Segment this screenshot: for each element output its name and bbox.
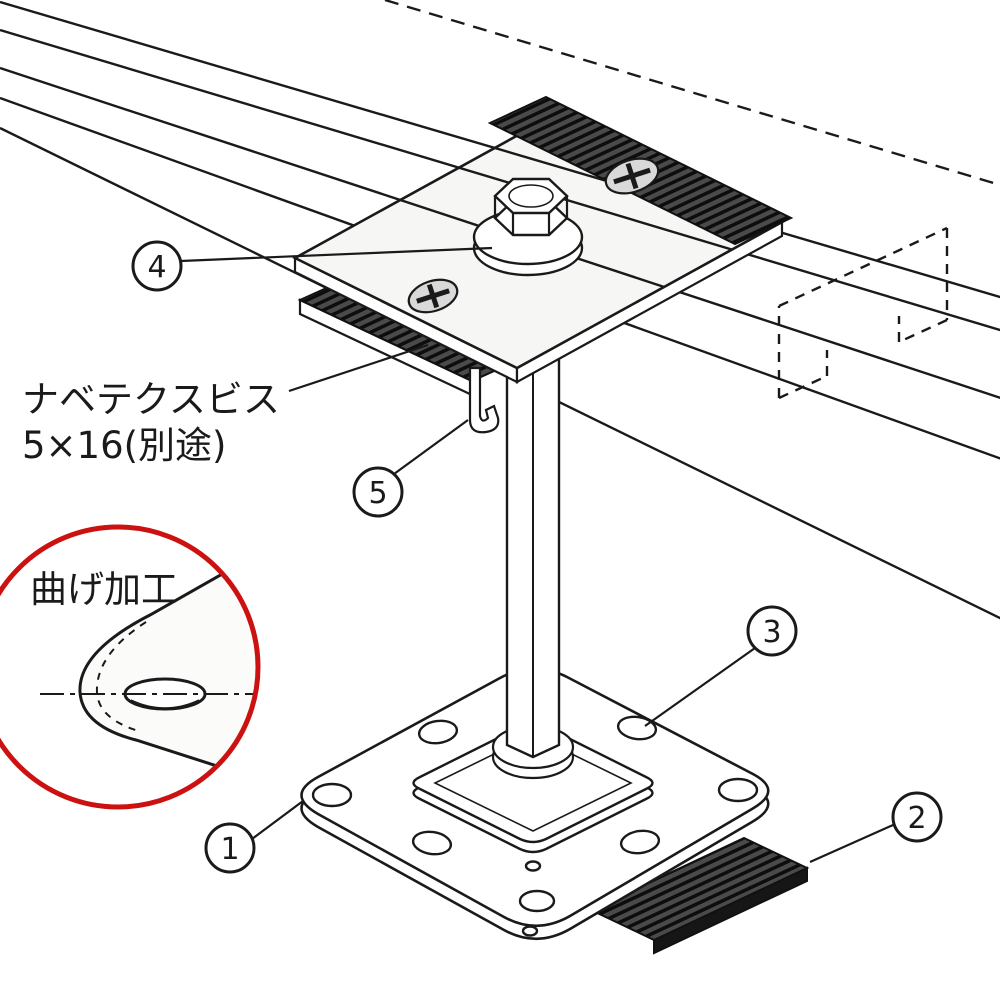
callout-circles: 4 5 3 1 2 — [131, 240, 943, 874]
inset-bend-line — [95, 621, 147, 733]
center-boss — [412, 722, 654, 854]
support-post — [505, 350, 561, 759]
callout-4-number: 4 — [147, 250, 166, 285]
callout-2: 2 — [891, 791, 943, 843]
base-assembly — [300, 350, 810, 955]
leader-3 — [644, 647, 756, 727]
callout-3: 3 — [746, 605, 798, 657]
phillips-screw — [604, 157, 660, 195]
plate-hole — [518, 889, 556, 913]
rubber-pad — [588, 836, 810, 955]
phillips-screw — [407, 278, 459, 314]
leader-1 — [251, 800, 304, 840]
rail-hidden-line — [384, 0, 1000, 187]
inset-slot-shadow — [130, 699, 200, 709]
leader-note — [288, 343, 429, 393]
clamp-assembly — [292, 95, 794, 434]
screw-note-line2: 5×16(別途) — [22, 424, 227, 467]
bend-detail-inset: 曲げ加工 — [0, 524, 261, 810]
leader-5 — [393, 419, 469, 475]
screw-note: ナベテクスビス 5×16(別途) — [22, 378, 280, 467]
plate-hole — [717, 777, 759, 803]
plate-holes — [311, 715, 759, 937]
c-channel-profile — [777, 226, 949, 400]
callout-leaders — [180, 246, 894, 864]
callout-3-number: 3 — [762, 615, 781, 650]
clamp-hook-lip — [468, 366, 500, 434]
plate-hole — [417, 719, 459, 745]
callout-2-number: 2 — [907, 801, 926, 836]
plate-hole — [619, 829, 661, 855]
callout-1: 1 — [204, 822, 256, 874]
plate-hole — [311, 782, 353, 808]
plate-hole — [411, 830, 453, 856]
callout-1-number: 1 — [220, 832, 239, 867]
inset-plate-corner — [78, 545, 258, 785]
callout-5-number: 5 — [368, 476, 387, 511]
inset-red-circle — [0, 524, 261, 810]
leader-2 — [809, 823, 894, 864]
hex-bolt — [493, 177, 569, 237]
leader-4 — [180, 246, 493, 263]
plate-hole-small — [521, 925, 539, 937]
plate-hole-small — [524, 860, 542, 872]
callout-5: 5 — [352, 466, 404, 518]
screw-note-line1: ナベテクスビス — [22, 378, 280, 421]
plate-hole — [616, 715, 658, 741]
inset-label: 曲げ加工 — [30, 568, 178, 611]
callout-4: 4 — [131, 240, 183, 292]
